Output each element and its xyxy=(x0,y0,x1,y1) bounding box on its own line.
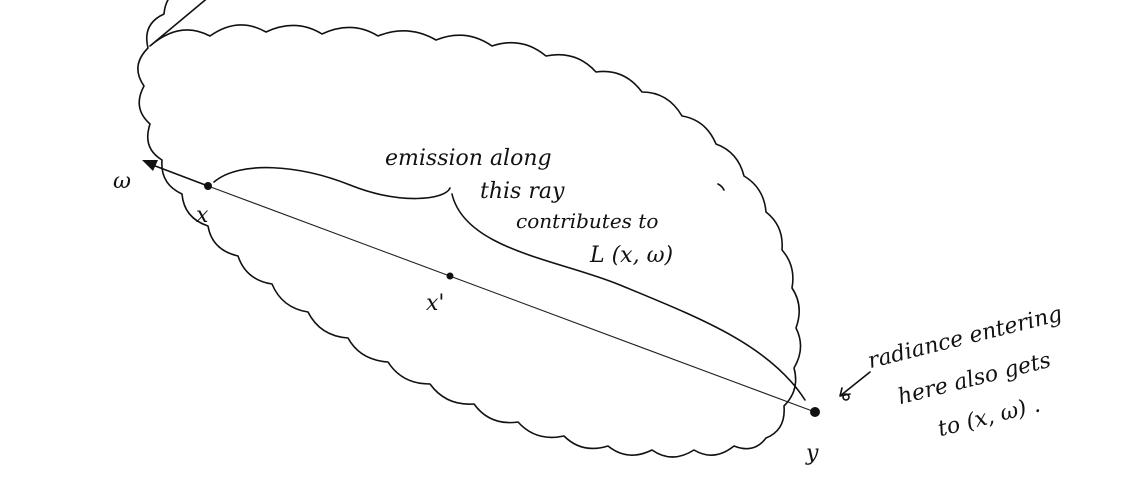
point-x-prime xyxy=(446,272,454,280)
medium-boundary xyxy=(137,0,802,458)
boundary-tick xyxy=(717,183,725,191)
emission-line-4: L (x, ω) xyxy=(589,243,673,268)
point-y xyxy=(810,407,820,417)
label-x-prime: x' xyxy=(426,291,444,316)
omega-arrowhead xyxy=(142,160,158,171)
emission-callout-curve xyxy=(213,166,451,200)
emission-line-3: contributes to xyxy=(516,209,658,233)
label-y: y xyxy=(805,441,819,466)
emission-callout-tail xyxy=(451,193,806,401)
radiance-arrow xyxy=(839,371,871,397)
label-omega: ω xyxy=(113,169,131,194)
emission-line-2: this ray xyxy=(480,179,565,204)
emission-line-1: emission along xyxy=(385,146,552,171)
point-x xyxy=(204,182,212,190)
radiance-line-3: to (x, ω) . xyxy=(935,393,1043,443)
label-x: x xyxy=(196,203,209,228)
ray-line xyxy=(207,185,816,413)
radiance-arrow-tail xyxy=(842,393,850,401)
omega-arrow-shaft xyxy=(149,163,209,187)
